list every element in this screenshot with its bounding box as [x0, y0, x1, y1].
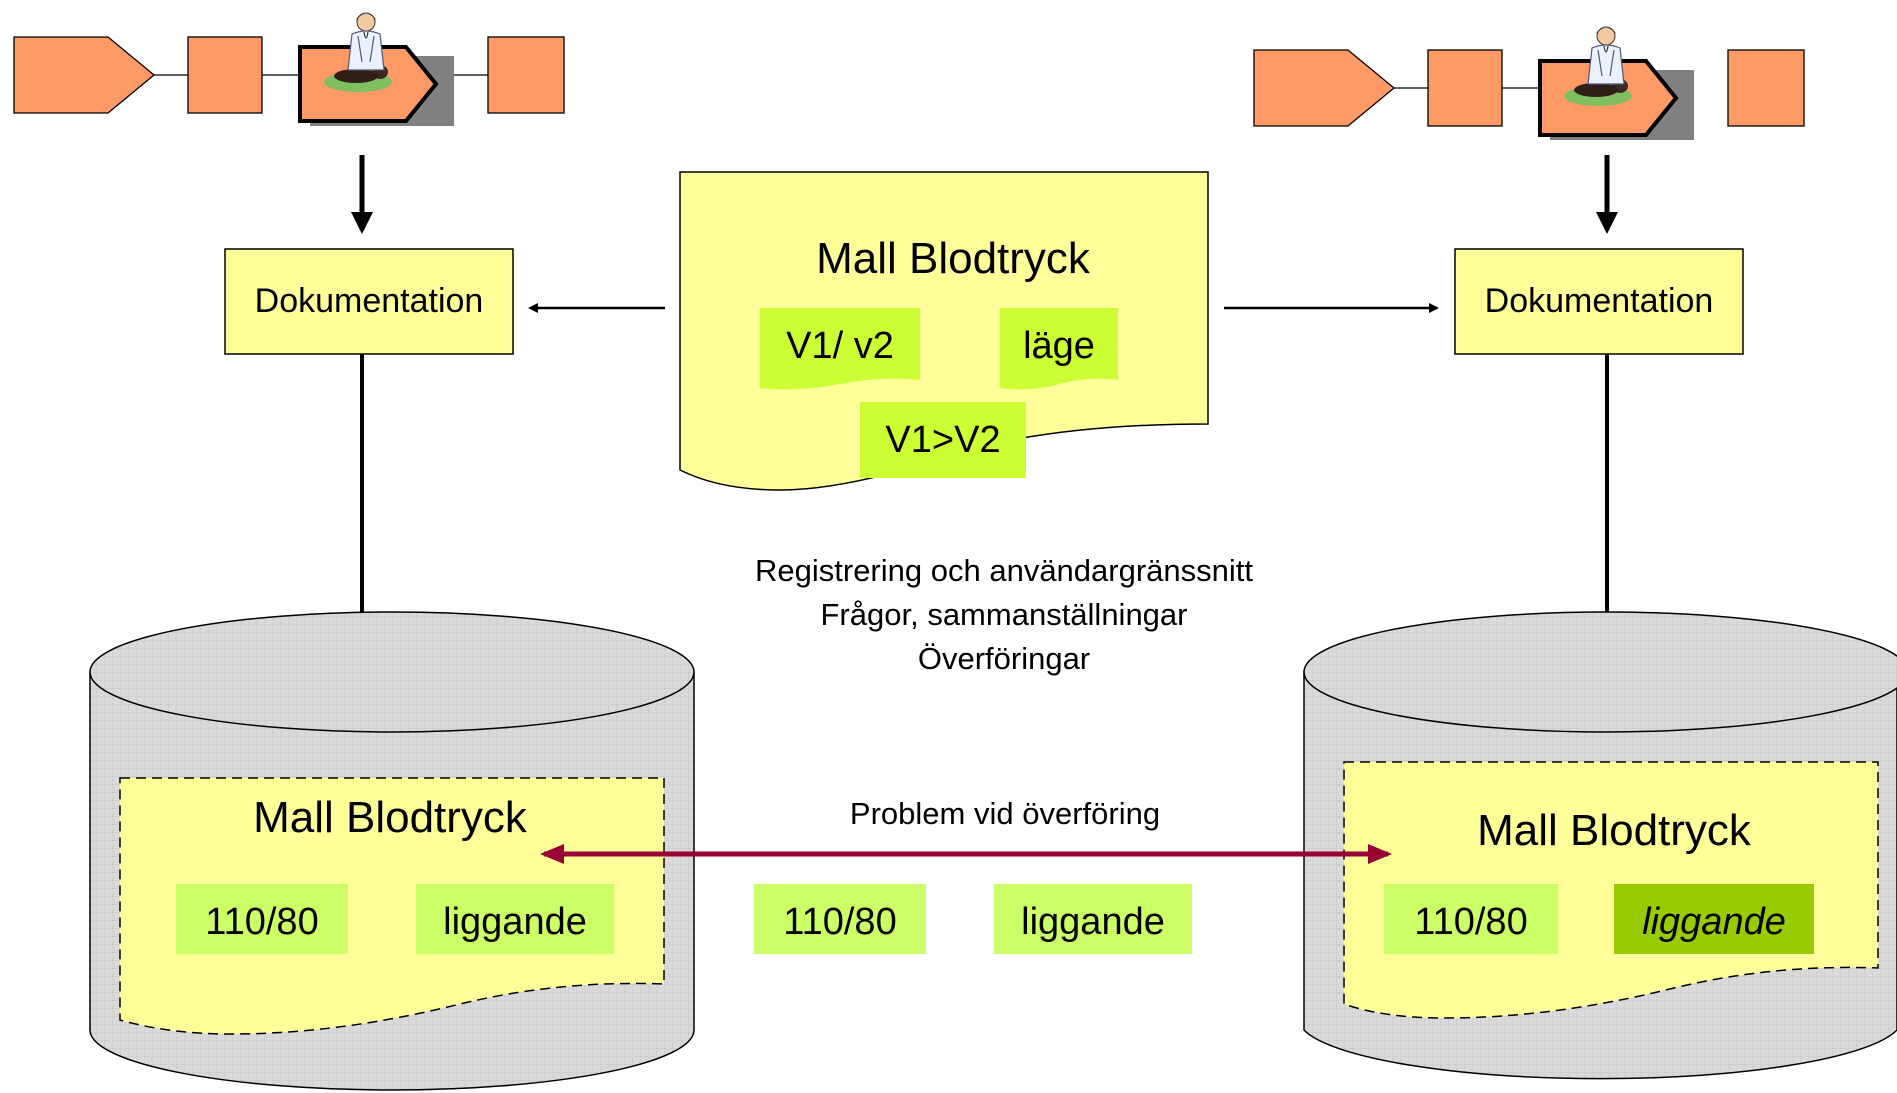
- doc-box-left: Dokumentation: [224, 248, 514, 355]
- template-field-v1-gt-v2: V1>V2: [885, 419, 1000, 461]
- process-chain-right: [1253, 26, 1805, 140]
- doc-box-right: Dokumentation: [1454, 248, 1744, 355]
- transfer-value-bg: [754, 884, 926, 954]
- db-left-value-position: liggande: [443, 901, 587, 943]
- db-left-title: Mall Blodtryck: [253, 793, 528, 842]
- middle-text-line3: Överföringar: [918, 641, 1090, 676]
- db-left-value-pressure: 110/80: [205, 901, 318, 943]
- transfer-value-position: liggande: [1021, 901, 1165, 943]
- process-chain-left: [13, 12, 565, 126]
- process-step-box: [1427, 49, 1503, 127]
- db-right-value-bg-highlight: [1614, 884, 1814, 954]
- db-left-value-bg: [416, 884, 614, 954]
- db-left-value-bg: [176, 884, 348, 954]
- transfer-value-pressure: 110/80: [783, 901, 896, 943]
- database-left: Mall Blodtryck 110/80 liggande: [89, 611, 695, 1091]
- template-field-bg: [760, 308, 920, 390]
- transfer-label: Problem vid överföring: [850, 796, 1160, 831]
- transfer-section: Problem vid överföring 110/80 liggande: [540, 796, 1392, 954]
- process-step-start: [1253, 49, 1396, 127]
- doc-box-right-label: Dokumentation: [1485, 282, 1714, 320]
- middle-description: Registrering och användargränssnitt Fråg…: [755, 553, 1253, 676]
- db-right-value-position: liggande: [1642, 901, 1786, 943]
- process-step-start: [13, 36, 156, 114]
- middle-text-line2: Frågor, sammanställningar: [821, 597, 1188, 632]
- process-step-box: [187, 36, 263, 114]
- process-step-end: [487, 36, 565, 114]
- transfer-value-bg: [994, 884, 1192, 954]
- template-document: Mall Blodtryck V1/ v2 läge V1>V2: [679, 171, 1209, 491]
- db-right-value-bg: [1384, 884, 1558, 954]
- db-right-title: Mall Blodtryck: [1477, 806, 1752, 855]
- doc-box-left-label: Dokumentation: [255, 282, 484, 320]
- db-right-value-pressure: 110/80: [1414, 901, 1527, 943]
- process-step-end: [1727, 49, 1805, 127]
- middle-text-line1: Registrering och användargränssnitt: [755, 553, 1253, 588]
- template-field-v1v2: V1/ v2: [786, 325, 894, 367]
- template-field-lage: läge: [1023, 325, 1095, 367]
- template-field-bg: [860, 402, 1026, 478]
- template-title: Mall Blodtryck: [816, 234, 1091, 283]
- database-right: Mall Blodtryck 110/80 liggande: [1303, 611, 1897, 1080]
- template-field-bg: [1000, 308, 1118, 390]
